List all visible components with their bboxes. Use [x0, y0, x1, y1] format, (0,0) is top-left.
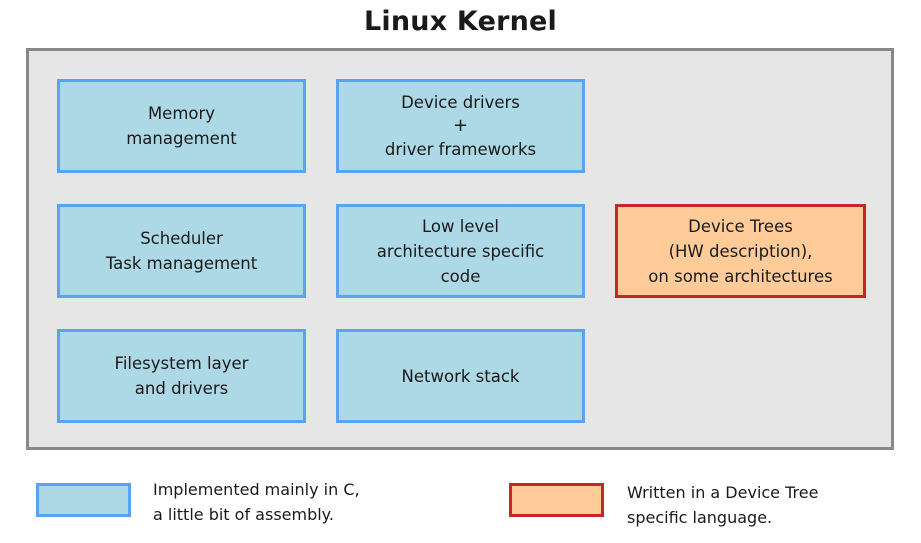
scheduler-line-2: Task management: [105, 254, 258, 273]
legend-c-line-1: Implemented mainly in C,: [153, 480, 360, 499]
legend-swatch-c: [36, 483, 131, 517]
scheduler-box: Scheduler Task management: [57, 204, 306, 298]
legend-text-device-tree: Written in a Device Tree specific langua…: [627, 480, 818, 530]
device-drivers-box: Device drivers + driver frameworks: [336, 79, 585, 173]
memory-management-box: Memory management: [57, 79, 306, 173]
low-level-arch-box: Low level architecture specific code: [336, 204, 585, 298]
memory-line-1: Memory: [147, 104, 216, 123]
devicetrees-line-2: (HW description),: [668, 241, 813, 261]
devicetrees-line-1: Device Trees: [688, 216, 793, 236]
network-line-1: Network stack: [401, 366, 520, 386]
legend-c-line-2: a little bit of assembly.: [153, 505, 334, 524]
lowlevel-line-2: architecture specific: [376, 241, 545, 261]
memory-line-2: management: [126, 129, 237, 148]
network-stack-box: Network stack: [336, 329, 585, 423]
legend-dt-line-1: Written in a Device Tree: [627, 483, 819, 502]
legend-swatch-device-tree: [509, 483, 604, 517]
diagram-title: Linux Kernel: [364, 6, 557, 37]
drivers-line-1: Device drivers: [401, 93, 520, 112]
device-trees-box: Device Trees (HW description), on some a…: [615, 204, 866, 298]
filesystem-line-2: and drivers: [134, 379, 229, 398]
legend-dt-line-2: specific language.: [627, 508, 773, 527]
lowlevel-line-3: code: [440, 266, 481, 286]
filesystem-line-1: Filesystem layer: [114, 354, 249, 373]
devicetrees-line-3: on some architectures: [648, 266, 833, 286]
drivers-plus: +: [452, 115, 469, 136]
filesystem-box: Filesystem layer and drivers: [57, 329, 306, 423]
scheduler-line-1: Scheduler: [140, 229, 223, 248]
lowlevel-line-1: Low level: [422, 216, 499, 236]
drivers-line-3: driver frameworks: [384, 140, 537, 159]
legend-text-c: Implemented mainly in C, a little bit of…: [153, 477, 360, 527]
